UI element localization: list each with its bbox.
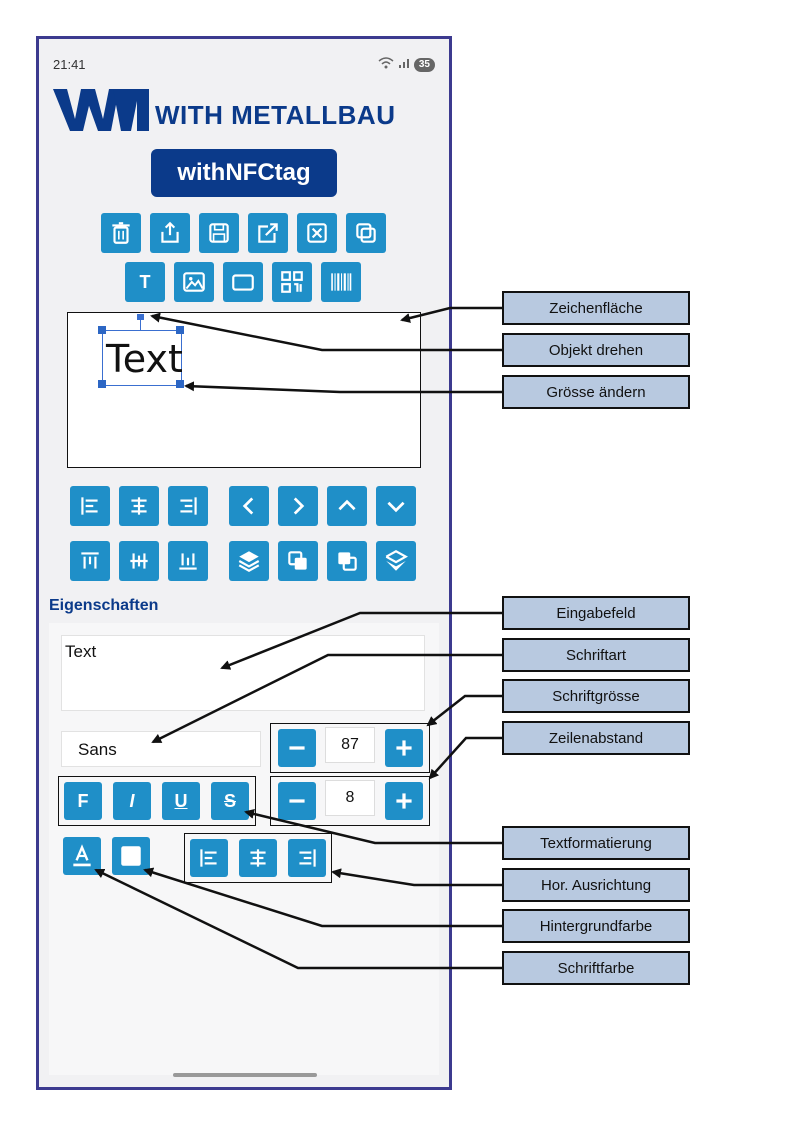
trash-icon[interactable] [101, 213, 141, 253]
rotate-handle[interactable] [137, 314, 144, 320]
align-center-icon[interactable] [119, 486, 159, 526]
align-bottom-icon[interactable] [168, 541, 208, 581]
chevron-right-icon[interactable] [278, 486, 318, 526]
barcode-icon[interactable] [321, 262, 361, 302]
chevron-left-icon[interactable] [229, 486, 269, 526]
callout-schriftfarbe: Schriftfarbe [502, 951, 690, 985]
chevron-up-icon[interactable] [327, 486, 367, 526]
text-align-right-icon[interactable] [288, 839, 326, 877]
callout-zeilenabstand: Zeilenabstand [502, 721, 690, 755]
share-icon[interactable] [150, 213, 190, 253]
text-format-group [58, 776, 256, 826]
rectangle-icon[interactable] [223, 262, 263, 302]
close-icon[interactable] [297, 213, 337, 253]
callout-groesse-aendern: Grösse ändern [502, 375, 690, 409]
app-title: withNFCtag [151, 149, 337, 197]
callout-schriftgroesse: Schriftgrösse [502, 679, 690, 713]
resize-handle-top-right[interactable] [176, 326, 184, 334]
selection-box[interactable] [102, 330, 182, 386]
save-icon[interactable] [199, 213, 239, 253]
signal-icon [398, 57, 410, 72]
align-middle-icon[interactable] [119, 541, 159, 581]
callout-schriftart: Schriftart [502, 638, 690, 672]
resize-handle-top-left[interactable] [98, 326, 106, 334]
home-indicator[interactable] [173, 1073, 317, 1077]
send-backward-icon[interactable] [327, 541, 367, 581]
strikethrough-button[interactable]: S [211, 782, 249, 820]
wifi-icon [378, 57, 394, 72]
italic-button[interactable]: I [113, 782, 151, 820]
qr-code-icon[interactable] [272, 262, 312, 302]
layer-front-icon[interactable] [229, 541, 269, 581]
callout-objekt-drehen: Objekt drehen [502, 333, 690, 367]
resize-handle-bottom-right[interactable] [176, 380, 184, 388]
line-spacing-minus-icon[interactable] [278, 782, 316, 820]
image-icon[interactable] [174, 262, 214, 302]
align-left-icon[interactable] [70, 486, 110, 526]
text-align-center-icon[interactable] [239, 839, 277, 877]
rotate-handle-line [140, 319, 141, 330]
font-size-value[interactable]: 87 [325, 727, 375, 763]
line-spacing-value[interactable]: 8 [325, 780, 375, 816]
text-align-left-icon[interactable] [190, 839, 228, 877]
copy-icon[interactable] [346, 213, 386, 253]
underline-button[interactable]: U [162, 782, 200, 820]
bold-button[interactable]: F [64, 782, 102, 820]
background-color-icon[interactable] [112, 837, 150, 875]
callout-textformatierung: Textformatierung [502, 826, 690, 860]
text-icon[interactable]: T [125, 262, 165, 302]
font-family-field[interactable]: Sans [61, 731, 261, 767]
resize-handle-bottom-left[interactable] [98, 380, 106, 388]
line-spacing-plus-icon[interactable] [385, 782, 423, 820]
phone-frame: 21:41 35 WITH METALLBAU withNFCtag [36, 36, 452, 1090]
chevron-down-icon[interactable] [376, 486, 416, 526]
status-icons: 35 [378, 57, 435, 72]
logo-mark-icon [53, 89, 149, 131]
export-icon[interactable] [248, 213, 288, 253]
font-size-plus-icon[interactable] [385, 729, 423, 767]
callout-hintergrundfarbe: Hintergrundfarbe [502, 909, 690, 943]
align-top-icon[interactable] [70, 541, 110, 581]
callout-hor-ausrichtung: Hor. Ausrichtung [502, 868, 690, 902]
bring-forward-icon[interactable] [278, 541, 318, 581]
properties-title: Eigenschaften [49, 597, 159, 614]
status-time: 21:41 [53, 57, 86, 72]
layer-back-icon[interactable] [376, 541, 416, 581]
align-right-icon[interactable] [168, 486, 208, 526]
company-name: WITH METALLBAU [155, 99, 396, 130]
battery-badge: 35 [413, 57, 435, 72]
drawing-canvas[interactable]: Text [67, 312, 421, 468]
callout-zeichenflaeche: Zeichenfläche [502, 291, 690, 325]
callout-eingabefeld: Eingabefeld [502, 596, 690, 630]
canvas-text-object[interactable]: Text [106, 337, 183, 381]
text-color-icon[interactable] [63, 837, 101, 875]
font-size-minus-icon[interactable] [278, 729, 316, 767]
text-input-field[interactable]: Text [61, 635, 425, 711]
company-logo: WITH METALLBAU [53, 89, 395, 131]
